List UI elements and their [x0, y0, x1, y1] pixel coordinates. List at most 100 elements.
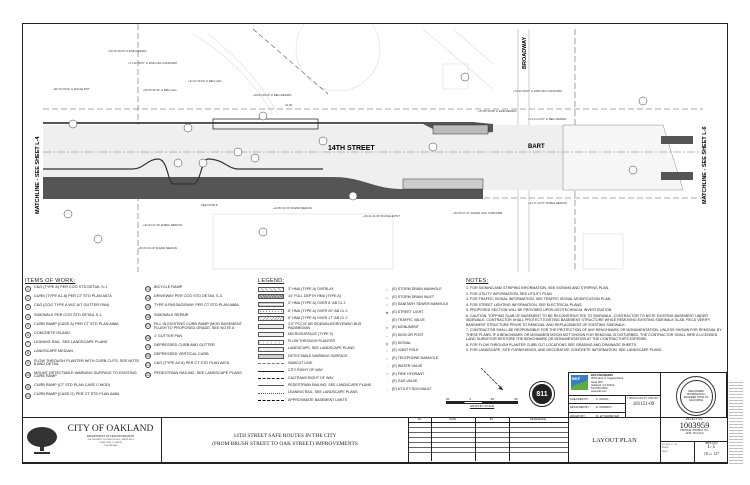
legend-item: 14" FULL DEPTH HMA (TYPE A) [258, 293, 380, 300]
legend-symbol-icon: ▭ [385, 295, 389, 300]
bart-label: BART [528, 144, 545, 150]
station-callout: +71.32 28.97' Lt END C&G CONFORM [128, 61, 177, 65]
revision-header: No. [417, 418, 422, 421]
item-number-bubble: 16 [145, 313, 151, 320]
item-number-bubble: 8 [25, 350, 31, 357]
legend-label: DETECTABLE WARNING SURFACE [288, 353, 348, 358]
legend-swatch [258, 324, 284, 330]
station-callout: +29.64 30.00' Lt BEG MEDIAN [253, 93, 291, 97]
consultant-block: BKF BKF ENGINEERS 300 Frank H. Ogawa Pla… [568, 372, 727, 420]
legend-swatch [258, 301, 284, 307]
bkf-logo: BKF [571, 375, 588, 390]
scale-tick: 20' [490, 397, 495, 401]
station-callout: +32.63 21.00' Rt BEG MEDIAN [143, 223, 182, 227]
title-block [22, 417, 728, 463]
station-callout: +67.85 33.89' Lt END MEDIAN [478, 109, 516, 113]
item-number-bubble: 7 [25, 341, 31, 348]
legend-swatch [258, 294, 284, 300]
revision-header: REFERENCE [530, 418, 547, 421]
project-number-block: PROJECT NO. 1003959 FEDERAL PROJECT NO. … [660, 417, 728, 463]
item-number-bubble: 13 [145, 286, 151, 292]
station-callout: +83.63 21.00' Rt END MEDIAN [138, 246, 177, 250]
legend-symbol-icon: – [386, 333, 388, 338]
legend-label: CITY RIGHT OF WAY [288, 368, 324, 373]
legend-label: (E) STORM DRAIN MANHOLE [392, 286, 442, 291]
legend-label: (E) SIGN OR POST [392, 333, 424, 338]
legend-swatch [258, 354, 284, 360]
legend-symbol-icon: ○ [385, 303, 389, 308]
legend-swatch [258, 378, 284, 379]
station-callout: +62.50 27.17' Rt END C&G CONFORM [453, 211, 503, 215]
note-item: 2. FOR UTILITY INFORMATION, SEE UTILITY … [466, 291, 553, 296]
item-number-bubble: 1 [25, 286, 31, 292]
legend-item: FLOW THROUGH PLANTER [258, 338, 380, 345]
legend-label: (E) SANITARY SEWER MANHOLE [392, 302, 449, 307]
legend-label: (E) TRAFFIC VALVE [392, 317, 425, 322]
legend-item: CALTRANS RIGHT OF WAY [258, 375, 380, 382]
station-callout: +50.78 30.00' Lt END MEDIAN [108, 49, 146, 53]
station-callout: +70.14 18.97' Lt END C&G CONFORM [513, 89, 562, 93]
sheet-id: L-5 [707, 445, 716, 450]
station-callout: +13.71 13.07' Rt BEG MEDIAN [528, 201, 567, 205]
legend-symbol-icon: ● [385, 326, 389, 331]
legend-symbol-icon: ◍ [385, 341, 389, 346]
legend-label: (E) STORM DRAIN INLET [392, 294, 435, 299]
station-callout: +82.50 26.34' Lt BEG C&G [143, 88, 177, 92]
legend-symbol-icon: ◦ [386, 364, 388, 369]
cross-street-label: BROADWAY [522, 36, 528, 69]
item-text: CURB RAMP (CASE A) PER CT STD PLAN A88A [34, 321, 119, 326]
city-block: CITY OF OAKLAND DEPARTMENT OF TRANSPORTA… [61, 424, 160, 447]
legend-swatch [258, 287, 284, 293]
item-number-bubble: 6 [25, 331, 31, 338]
signoff-table: CHECKED BY:K. WONG DESIGNED BY:E. MORROY… [569, 395, 625, 420]
notes-title: NOTES: [466, 278, 489, 284]
note-item: 5. PROPOSED SECTION WILL BE PROVIDED UPO… [466, 308, 613, 313]
item-number-bubble: 12 [25, 392, 31, 399]
legend-label: 6" HMA (TYPE A) OVER 17" AB CL 2 [288, 315, 348, 320]
item-text: C&G (COO TYPE A W/2' A/T GUTTER PAN) [34, 303, 109, 308]
item-number-bubble: 18 [145, 334, 151, 341]
legend-swatch [258, 370, 284, 372]
note-item: 7. CONTRACTOR SHALL BE RESPONSIBLE FOR T… [466, 328, 722, 342]
note-item: 1. FOR SIGNING AND STRIPING INFORMATION,… [466, 286, 610, 290]
legend-label: (E) FIRE HYDRANT [392, 371, 425, 376]
legend-label: (E) GAS VALVE [392, 379, 418, 384]
item-text: PEDESTRIAN RAILING, SEE LANDSCAPE PLANS [154, 370, 242, 375]
legend-label: 3" HMA (TYPE A) OVERLAY [288, 286, 334, 291]
sheet-title: LAYOUT PLAN [568, 417, 660, 463]
legend-swatch [258, 385, 284, 387]
legend-symbol-icon: ○ [385, 349, 389, 354]
north-arrow-icon [480, 367, 504, 391]
item-text: DEPRESSED CURB AND GUTTER [154, 342, 215, 347]
legend-item: CITY RIGHT OF WAY [258, 368, 380, 375]
legend-item: ◍(E) SIGNAL [384, 340, 458, 348]
item-number-bubble: 4 [25, 313, 31, 320]
legend-item: DETECTABLE WARNING SURFACE [258, 353, 380, 360]
legend-label: LEANING RAIL, SEE LANDSCAPE PLANS [288, 390, 358, 395]
station-callout: 41.20' [285, 103, 293, 107]
legend-label: APPROXIMATE BASEMENT LIMITS [288, 397, 347, 402]
legend-label: CALTRANS RIGHT OF WAY [288, 375, 334, 380]
oakland-tree-logo [27, 427, 57, 454]
legend-item: ○(E) JOINT POLE [384, 348, 458, 356]
legend-item: 3" HMA (TYPE A) OVERLAY [258, 286, 380, 293]
legend-label: PEDESTRIAN RAILING, SEE LANDSCAPE PLANS [288, 382, 372, 387]
legend-item: ▫(E) UTILITY BOX/VAULT [384, 386, 458, 394]
item-number-bubble: 5 [25, 322, 31, 329]
station-callout: SEE NOTE 8 [201, 203, 218, 207]
legend-symbol-icon: ✱ [385, 310, 389, 315]
item-number-bubble: 9 [25, 359, 31, 366]
item-number-bubble: 21 [145, 362, 151, 369]
